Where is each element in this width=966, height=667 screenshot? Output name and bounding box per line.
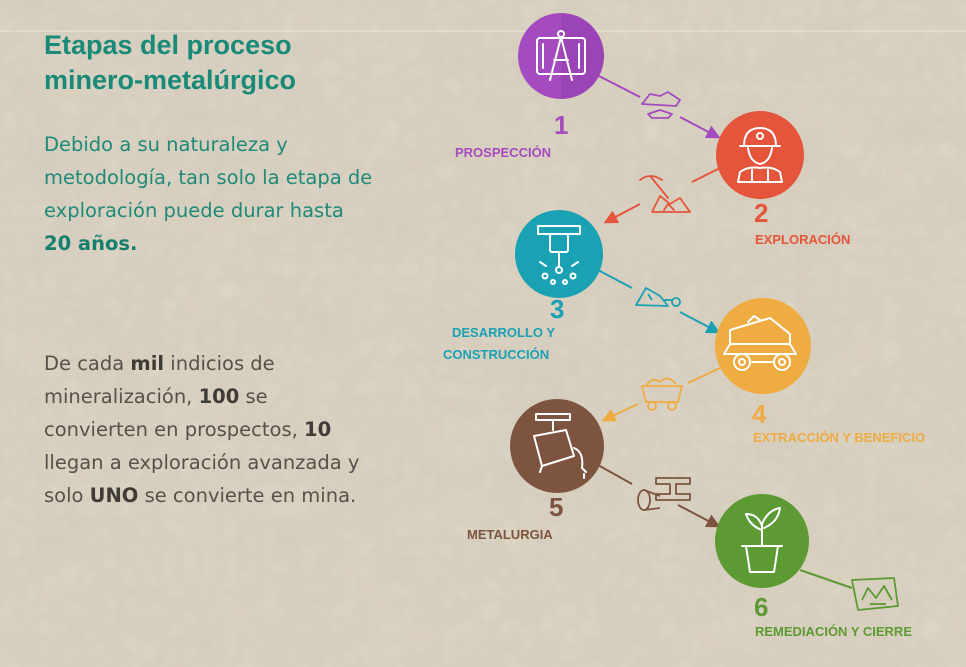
miner-helmet-icon — [737, 127, 783, 183]
dump-truck-icon — [723, 315, 797, 371]
ore-cart-icon — [641, 377, 683, 411]
stats-text-1: De cada — [44, 352, 131, 375]
stats-text-2: indicios de mineralización, — [44, 352, 275, 408]
stats-text-5: se convierte en mina. — [138, 484, 357, 507]
stage-4-node — [715, 298, 811, 394]
page-title: Etapas del proceso minero-metalúrgico — [44, 28, 374, 98]
stats-text-3: se convierten en prospectos, — [44, 385, 305, 441]
title-line-1: Etapas del proceso — [44, 30, 292, 60]
stage-2-node — [716, 111, 804, 199]
stage-3-label-line1: DESARROLLO Y — [452, 325, 555, 340]
stage-5-label: METALURGIA — [467, 527, 553, 542]
pickaxe-icon — [639, 175, 691, 213]
stage-4-number: 4 — [752, 399, 767, 429]
stats-text-4: llegan a exploración avanzada y solo — [44, 451, 360, 507]
plant-pot-icon — [741, 507, 783, 573]
intro-highlight: 20 años. — [44, 232, 138, 255]
stage-5-number: 5 — [549, 492, 563, 522]
connector-4-5 — [601, 367, 721, 422]
compass-map-icon — [536, 30, 586, 81]
stage-1-number: 1 — [554, 110, 568, 140]
stats-bold-4: UNO — [89, 484, 139, 507]
stage-3-number: 3 — [550, 294, 564, 324]
stage-2-label: EXPLORACIÓN — [755, 232, 850, 247]
stage-1-label: PROSPECCIÓN — [455, 145, 551, 160]
connector-1-2 — [596, 74, 721, 139]
title-line-2: minero-metalúrgico — [44, 65, 297, 95]
stage-2-number: 2 — [754, 198, 768, 228]
landscape-map-icon — [851, 577, 899, 611]
steel-beam-icon — [637, 477, 691, 511]
connector-3-4 — [597, 269, 721, 334]
jackhammer-icon — [537, 225, 581, 285]
rocks-icon — [641, 91, 681, 119]
stage-5-node — [510, 399, 604, 493]
ladle-pouring-icon — [533, 413, 587, 479]
stage-3-node — [515, 210, 603, 298]
excavator-icon — [635, 287, 681, 307]
stage-3-label-line2: CONSTRUCCIÓN — [443, 347, 549, 362]
connector-5-6 — [597, 464, 721, 528]
stage-4-label: EXTRACCIÓN Y BENEFICIO — [753, 430, 925, 445]
stats-bold-1: mil — [130, 352, 165, 375]
stats-bold-3: 10 — [304, 418, 332, 441]
stats-bold-2: 100 — [198, 385, 240, 408]
stage-1-node — [518, 13, 604, 99]
stage-6-number: 6 — [754, 592, 768, 622]
intro-paragraph: Debido a su naturaleza y metodología, ta… — [44, 128, 374, 260]
stage-6-node — [715, 494, 809, 588]
stage-6-label: REMEDIACIÓN Y CIERRE — [755, 624, 912, 639]
connector-2-3 — [603, 167, 721, 224]
stats-paragraph: De cada mil indicios de mineralización, … — [44, 347, 364, 512]
connector-6-end — [799, 569, 899, 611]
intro-text: Debido a su naturaleza y metodología, ta… — [44, 133, 373, 222]
